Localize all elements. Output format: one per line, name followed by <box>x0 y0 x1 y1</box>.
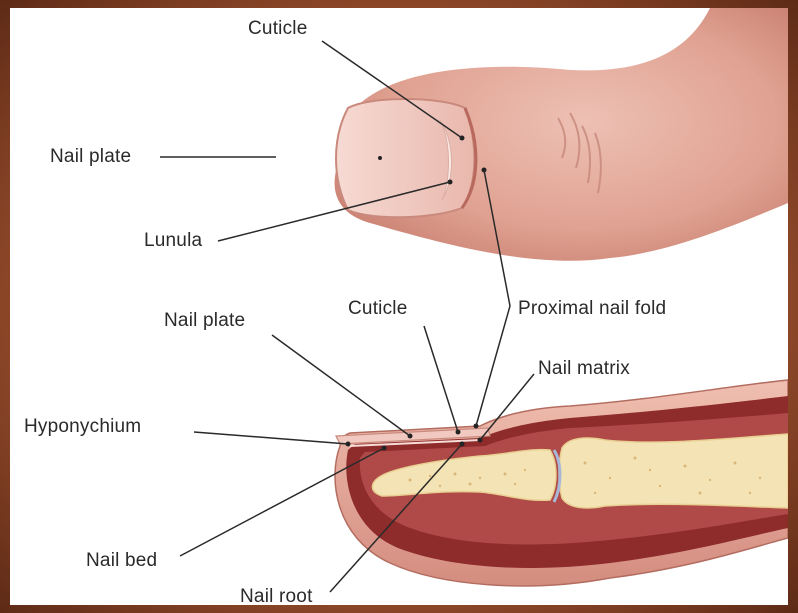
thumb-nail-plate <box>336 99 474 217</box>
nail-plate-point <box>378 156 382 160</box>
label-nail-plate-mid: Nail plate <box>164 310 245 332</box>
leader-nail-plate-mid <box>272 335 410 436</box>
label-proximal-nail-fold: Proximal nail fold <box>518 298 666 320</box>
finger-cross-section <box>335 380 788 586</box>
label-nail-root: Nail root <box>240 586 313 605</box>
diagram-panel: Cuticle Nail plate Lunula Nail plate Cut… <box>10 8 788 605</box>
label-cuticle-mid: Cuticle <box>348 298 407 320</box>
thumb-view <box>335 8 788 261</box>
middle-phalanx <box>559 434 788 508</box>
label-nail-bed: Nail bed <box>86 550 157 572</box>
label-cuticle-top: Cuticle <box>248 18 307 40</box>
leader-cuticle-mid <box>424 326 458 432</box>
label-nail-plate-top: Nail plate <box>50 146 131 168</box>
label-lunula: Lunula <box>144 230 202 252</box>
label-nail-matrix: Nail matrix <box>538 358 630 380</box>
leader-hyponychium <box>194 432 348 444</box>
label-hyponychium: Hyponychium <box>24 416 141 438</box>
